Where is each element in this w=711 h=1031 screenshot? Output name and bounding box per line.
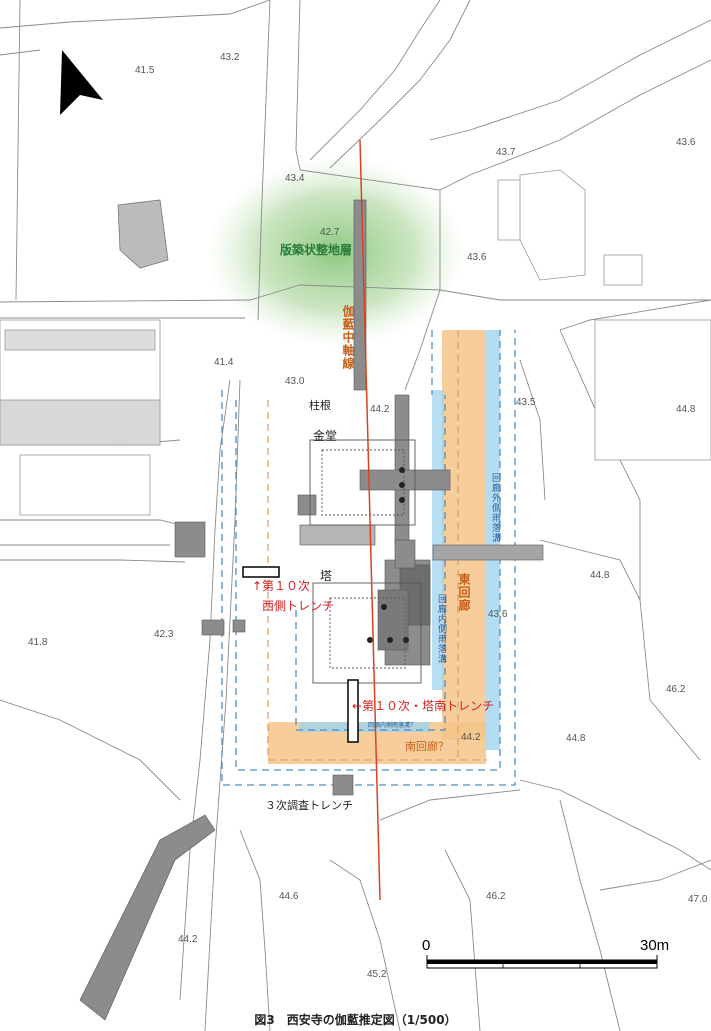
trench3-label: ３次調査トレンチ	[265, 799, 353, 812]
west-trench-label-2: 西側トレンチ	[262, 599, 335, 613]
scale-start-label: 0	[422, 937, 431, 954]
central-axis-label: 伽藍中軸線	[341, 305, 355, 370]
kondo-label: 金堂	[313, 429, 338, 443]
elevation-label: 41.5	[135, 65, 155, 76]
elevation-label: 47.0	[688, 894, 708, 905]
elevation-label: 43.4	[285, 173, 305, 184]
inner-ditch-band	[432, 390, 444, 690]
inner-ditch-small-label: 回廊内側雨落溝？	[368, 722, 417, 729]
kondo-foundation	[309, 439, 416, 526]
elevation-label: 43.0	[285, 376, 305, 387]
elevation-label: 44.2	[370, 404, 390, 415]
hanchiku-layer-label: 版築状整地層	[280, 243, 353, 257]
chukon-label: 柱根	[309, 399, 331, 412]
elevation-label: 44.2	[461, 732, 481, 743]
to-label: 塔	[320, 569, 333, 583]
elevation-label: 45.2	[367, 969, 387, 980]
east-corridor-label: 東回廊	[457, 573, 471, 612]
outer-ditch-label: 回廊外側雨落溝	[490, 473, 500, 543]
elevation-label: 43.6	[488, 609, 508, 620]
south-corridor-label: 南回廊？	[405, 740, 449, 753]
elevation-label: 42.3	[154, 629, 174, 640]
excavation-areas	[79, 199, 544, 1021]
elevation-label: 43.2	[220, 52, 240, 63]
pillar-holes	[367, 467, 409, 643]
inner-ditch-label: 回廊内側雨落溝	[436, 594, 446, 664]
north-arrow-icon	[60, 50, 103, 115]
to-foundation	[312, 582, 422, 684]
elevation-label: 44.8	[676, 404, 696, 415]
pond-feature	[117, 199, 169, 269]
elevation-label: 41.4	[214, 357, 234, 368]
elevation-label: 41.8	[28, 637, 48, 648]
elevation-label: 44.8	[590, 570, 610, 581]
west-trench-outline	[242, 566, 280, 578]
west-trench-label-1: ↑第１０次	[252, 579, 311, 593]
elevation-label: 46.2	[666, 684, 686, 695]
scale-bar	[426, 955, 658, 969]
hanchiku-layer-area	[206, 157, 466, 347]
south-trench-label: ←第１０次・塔南トレンチ	[352, 699, 495, 713]
south-trench-outline	[347, 679, 359, 743]
scale-end-label: 30m	[640, 937, 670, 954]
central-axis-line	[359, 139, 381, 901]
buildings	[0, 169, 711, 516]
elevation-label: 46.2	[486, 891, 506, 902]
east-corridor-band	[442, 330, 486, 740]
elevation-label: 43.6	[676, 137, 696, 148]
south-inner-ditch-band	[300, 722, 430, 732]
elevation-label: 42.7	[320, 227, 340, 238]
elevation-label: 44.2	[178, 934, 198, 945]
elevation-label: 44.6	[279, 891, 299, 902]
outer-ditch-band	[486, 330, 500, 750]
elevation-label: 43.6	[467, 252, 487, 263]
elevation-label: 44.8	[566, 733, 586, 744]
elevation-label: 43.5	[516, 397, 536, 408]
elevation-label: 43.7	[496, 147, 516, 158]
figure-caption: 図3 西安寺の伽藍推定図（1/500）	[254, 1013, 457, 1027]
